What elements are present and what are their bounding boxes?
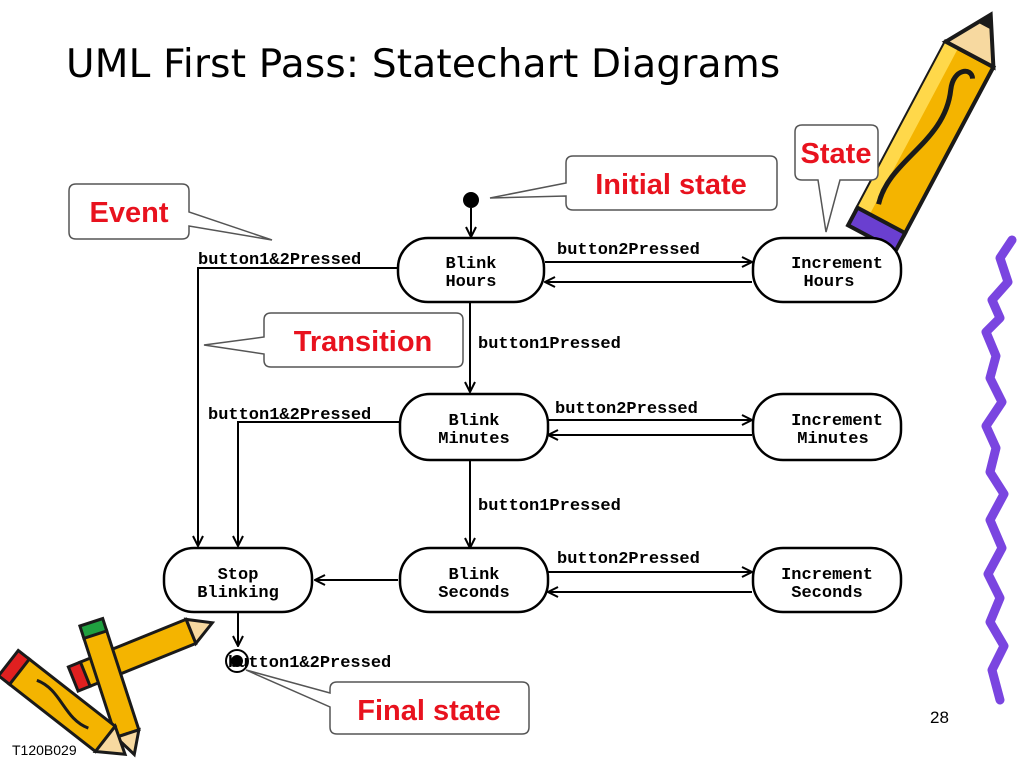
state-stop-blinking-line1: Stop (218, 566, 259, 585)
callout-initial-state: Initial state (489, 155, 778, 211)
state-stop-blinking: Stop Blinking (162, 546, 314, 614)
purple-squiggle-line (981, 235, 1017, 705)
transition-hours-to-stop (198, 267, 398, 546)
state-increment-seconds: Increment Seconds (751, 546, 903, 614)
state-stop-blinking-line2: Blinking (197, 584, 279, 603)
transition-label-hours-to-minutes: button1Pressed (478, 335, 621, 354)
final-state (225, 649, 249, 673)
state-blink-hours-line2: Hours (445, 273, 496, 292)
callout-state-text: State (801, 138, 872, 170)
callout-transition-text: Transition (294, 326, 433, 358)
state-blink-hours: Blink Hours (396, 236, 546, 304)
state-increment-hours: Increment Hours (751, 236, 903, 304)
state-increment-minutes: Increment Minutes (751, 392, 903, 462)
callout-transition: Transition (203, 312, 464, 368)
transition-label-minutes-to-stop: button1&2Pressed (208, 406, 371, 425)
state-increment-seconds-line2: Seconds (791, 584, 862, 603)
callout-initial-state-text: Initial state (595, 169, 747, 201)
state-blink-hours-line1: Blink (445, 255, 496, 274)
slide-title: UML First Pass: Statechart Diagrams (66, 42, 781, 87)
callout-final-state: Final state (245, 669, 530, 735)
transition-label-minutes-to-increment: button2Pressed (555, 400, 698, 419)
callout-event-text: Event (90, 197, 169, 229)
callout-final-state-text: Final state (357, 695, 500, 727)
state-blink-minutes-line2: Minutes (438, 430, 509, 449)
state-blink-minutes-line1: Blink (448, 412, 499, 431)
footer-course-code: T120B029 (12, 742, 77, 758)
state-blink-seconds: Blink Seconds (398, 546, 550, 614)
callout-state: State (794, 124, 879, 233)
state-increment-minutes-line1: Increment (791, 412, 883, 431)
transition-minutes-to-stop (238, 421, 400, 546)
state-increment-hours-line1: Increment (791, 255, 883, 274)
initial-state (463, 192, 479, 208)
transition-label-hours-to-increment: button2Pressed (557, 241, 700, 260)
page-number: 28 (930, 708, 949, 727)
transition-label-seconds-to-increment: button2Pressed (557, 550, 700, 569)
state-blink-seconds-line2: Seconds (438, 584, 509, 603)
state-increment-seconds-line1: Increment (781, 566, 873, 585)
state-increment-minutes-line2: Minutes (797, 430, 868, 449)
state-blink-seconds-line1: Blink (448, 566, 499, 585)
transition-label-hours-to-stop: button1&2Pressed (198, 251, 361, 270)
transition-label-minutes-to-seconds: button1Pressed (478, 497, 621, 516)
state-blink-minutes: Blink Minutes (398, 392, 550, 462)
pencils-cluster-icon (0, 616, 216, 758)
pencil-icon (845, 11, 997, 254)
callout-event: Event (68, 183, 273, 241)
state-increment-hours-line2: Hours (803, 273, 854, 292)
transition-label-stop-to-final: button1&2Pressed (228, 654, 391, 673)
